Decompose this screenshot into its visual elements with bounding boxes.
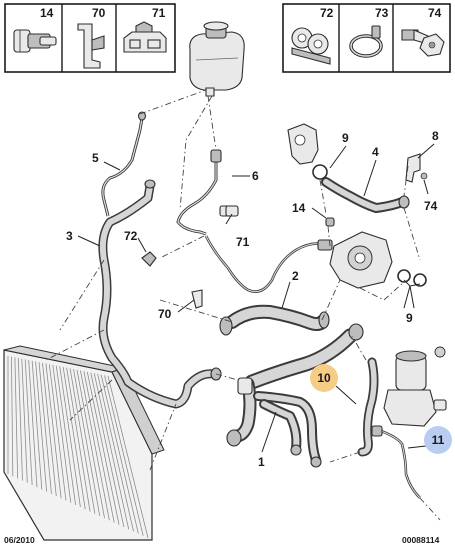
callout-14: 14 bbox=[292, 201, 306, 215]
legend-number-14: 14 bbox=[40, 6, 54, 20]
leader-lines bbox=[77, 143, 435, 453]
water-pump bbox=[317, 231, 427, 289]
callout-3: 3 bbox=[66, 229, 73, 243]
double-clip-icon bbox=[291, 27, 331, 65]
callout-labels: 5 3 6 9 4 8 74 14 72 71 2 70 9 1 10 11 bbox=[66, 129, 452, 469]
callout-5: 5 bbox=[92, 151, 99, 165]
callout-10-highlight bbox=[310, 364, 338, 392]
callout-4: 4 bbox=[372, 145, 379, 159]
callout-74: 74 bbox=[424, 199, 438, 213]
callout-9-bottom: 9 bbox=[406, 311, 413, 325]
hose-4 bbox=[321, 177, 410, 213]
hose-10 bbox=[357, 357, 379, 457]
quick-connector-icon bbox=[13, 29, 57, 53]
hose-3 bbox=[98, 179, 222, 409]
hose-2 bbox=[219, 304, 330, 336]
bolt-icon bbox=[401, 29, 445, 57]
hose-1 bbox=[226, 323, 364, 468]
legend-number-73: 73 bbox=[375, 6, 389, 20]
callout-6: 6 bbox=[252, 169, 259, 183]
footer-date: 06/2010 bbox=[4, 535, 35, 545]
part-70-bracket bbox=[191, 289, 203, 309]
pipe-11 bbox=[371, 425, 421, 499]
pipe-to-pump bbox=[204, 235, 323, 293]
callout-72: 72 bbox=[124, 229, 138, 243]
part-14-connector bbox=[325, 217, 335, 227]
hose-clamp-icon bbox=[349, 25, 383, 58]
callout-10: 10 bbox=[317, 371, 331, 385]
legend-right: 72 73 74 bbox=[282, 3, 451, 73]
legend-number-71: 71 bbox=[152, 6, 166, 20]
callout-70: 70 bbox=[158, 307, 172, 321]
callout-9-top: 9 bbox=[342, 131, 349, 145]
expansion-tank bbox=[189, 21, 245, 97]
part-72-clip bbox=[141, 251, 157, 267]
support-clip-icon bbox=[123, 21, 167, 53]
callout-11-highlight bbox=[424, 426, 452, 454]
legend-number-72: 72 bbox=[320, 6, 334, 20]
callout-1: 1 bbox=[258, 455, 265, 469]
callout-11: 11 bbox=[432, 433, 445, 447]
legend-left: 14 70 71 bbox=[4, 3, 176, 73]
callout-71: 71 bbox=[236, 235, 250, 249]
legend-number-70: 70 bbox=[92, 6, 106, 20]
radiator bbox=[3, 345, 165, 541]
legend-number-74: 74 bbox=[428, 6, 442, 20]
part-71-clip bbox=[225, 205, 239, 217]
thermostat-housing bbox=[287, 123, 328, 180]
bracket-8 bbox=[405, 153, 428, 183]
callout-8: 8 bbox=[432, 129, 439, 143]
oil-filter-housing bbox=[383, 346, 447, 427]
pipe-6 bbox=[176, 149, 233, 236]
callout-2: 2 bbox=[292, 269, 299, 283]
clip-bracket-icon bbox=[77, 23, 105, 69]
assembly-lines bbox=[45, 89, 441, 521]
footer-reference: 00088114 bbox=[402, 535, 440, 545]
